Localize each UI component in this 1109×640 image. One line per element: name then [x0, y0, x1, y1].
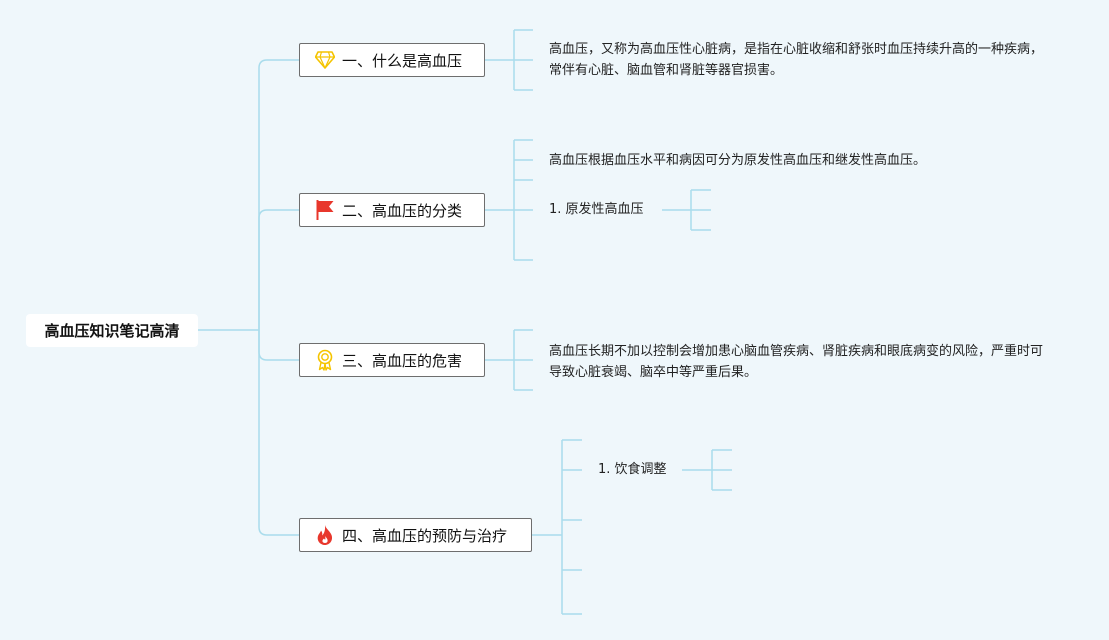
- branch-what-is-hypertension[interactable]: 一、什么是高血压: [299, 43, 485, 77]
- root-title: 高血压知识笔记高清: [44, 322, 180, 340]
- sub-topic[interactable]: 1. 原发性高血压: [549, 202, 644, 217]
- sub-topic[interactable]: 1. 饮食调整: [598, 462, 667, 477]
- branch-label: 三、高血压的危害: [342, 351, 463, 370]
- diamond-icon: [314, 49, 336, 71]
- branch-harms[interactable]: 三、高血压的危害: [299, 343, 485, 377]
- flag-icon: [314, 199, 336, 221]
- award-icon: [314, 349, 336, 371]
- fire-icon: [314, 524, 336, 546]
- leaf-text: 高血压，又称为高血压性心脏病，是指在心脏收缩和舒张时血压持续升高的一种疾病，常伴…: [549, 42, 1044, 78]
- branch-label: 一、什么是高血压: [342, 51, 463, 70]
- branch-label: 四、高血压的预防与治疗: [342, 526, 508, 545]
- branch-prevention-treatment[interactable]: 四、高血压的预防与治疗: [299, 518, 532, 552]
- branch-label: 二、高血压的分类: [342, 201, 463, 220]
- leaf-text: 高血压长期不加以控制会增加患心脑血管疾病、肾脏疾病和眼底病变的风险，严重时可导致…: [549, 344, 1044, 380]
- branch-classification[interactable]: 二、高血压的分类: [299, 193, 485, 227]
- leaf-text: 高血压根据血压水平和病因可分为原发性高血压和继发性高血压。: [549, 153, 927, 168]
- root-node[interactable]: 高血压知识笔记高清: [26, 314, 198, 347]
